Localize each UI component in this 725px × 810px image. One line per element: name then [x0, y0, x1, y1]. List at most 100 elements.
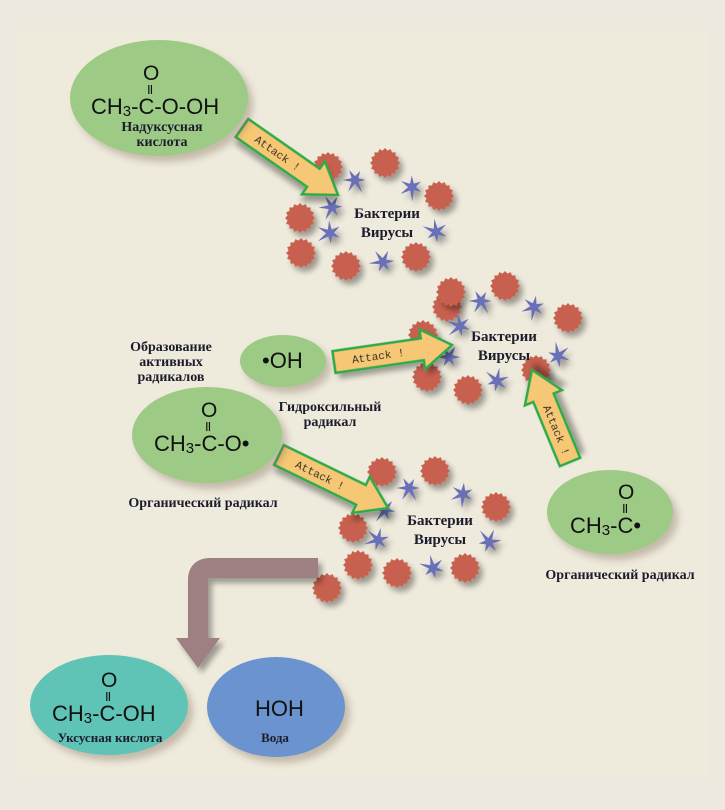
virus-icon	[396, 478, 420, 501]
hydroxyl-radical-formula: •OH	[262, 348, 303, 373]
virus-icon	[521, 295, 544, 322]
virus-icon	[548, 341, 570, 368]
result-arrow-head	[176, 638, 220, 668]
peracetic-acid-double-bond: II	[147, 82, 153, 97]
acetic-acid-ellipse	[30, 655, 188, 755]
bacterium-icon	[481, 492, 511, 522]
acetyl-radical-o-top: O	[618, 481, 635, 504]
virus-icon	[368, 250, 395, 272]
acetyl-radical-label: Органический радикал	[545, 568, 695, 583]
virus-icon	[485, 367, 509, 392]
label-line: активных	[139, 355, 203, 370]
virus-icon	[318, 196, 343, 220]
bacterium-icon	[312, 573, 342, 603]
result-arrow-shaft	[188, 558, 318, 640]
bacterium-icon	[331, 251, 361, 281]
attack-arrow-shape	[233, 117, 340, 197]
attack-arrow-4: Attack !	[523, 367, 582, 468]
acetoxy-radical-ellipse	[132, 387, 282, 483]
label-line: кислота	[136, 135, 188, 150]
label-line: Образование	[130, 340, 212, 355]
bacterium-icon	[343, 550, 373, 580]
acetyl-radical-ellipse	[547, 470, 673, 554]
virus-icon	[450, 482, 473, 509]
formula-prefix: CH	[52, 701, 84, 726]
formula-rest: -C•	[610, 513, 642, 538]
attack-arrow-2: Attack !	[331, 327, 455, 375]
label-line: Гидроксильный	[278, 400, 382, 415]
bacterium-icon	[367, 457, 397, 487]
formula-prefix: CH	[570, 513, 602, 538]
bacteria-label: Бактерии	[407, 513, 473, 529]
viruses-label: Вирусы	[360, 225, 414, 241]
acetoxy-radical-formula: CH3-C-O•	[154, 431, 250, 457]
bacterium-icon	[553, 303, 583, 333]
bacterium-icon	[401, 242, 431, 272]
peracetic-acid-ellipse	[70, 40, 248, 156]
formula-subscript: 3	[83, 710, 93, 727]
bacterium-icon	[490, 271, 520, 301]
formula-prefix: CH	[91, 94, 123, 119]
bacterium-icon	[338, 513, 368, 543]
peracetic-acid-formula: CH3-C-O-OH	[91, 94, 220, 120]
arrows-layer: Attack !Attack !Attack !Attack !	[176, 117, 582, 668]
attack-arrow-shape	[523, 367, 582, 468]
virus-icon	[364, 527, 389, 551]
bacterium-icon	[412, 362, 442, 392]
water-label: Вода	[261, 730, 289, 745]
formula-rest: -C-OH	[92, 701, 156, 726]
bacteria-label: Бактерии	[471, 329, 537, 345]
virus-icon	[371, 498, 396, 522]
bacterium-icon	[436, 277, 466, 307]
viruses-label: Вирусы	[477, 348, 531, 364]
virus-icon	[422, 218, 447, 243]
background-panel	[18, 30, 708, 778]
bacterium-icon	[420, 456, 450, 486]
acetyl-radical-formula: CH3-C•	[570, 513, 642, 539]
bacterium-icon	[382, 558, 412, 588]
virus-icon	[419, 554, 444, 579]
virus-icon	[447, 313, 470, 337]
water-formula: HOH	[255, 696, 304, 721]
acetoxy-radical-o-top: O	[201, 399, 218, 422]
attack-arrow-shape	[331, 327, 455, 375]
formula-rest: -C-O-OH	[131, 94, 220, 119]
virus-icon	[342, 170, 366, 193]
acetyl-radical-double-bond: II	[622, 501, 628, 516]
formula-prefix: CH	[154, 431, 186, 456]
bacterium-icon	[450, 553, 480, 583]
acetoxy-radical-double-bond: II	[205, 419, 211, 434]
water-ellipse	[207, 657, 345, 757]
attack-arrow-shape	[272, 443, 391, 515]
virus-icon	[434, 345, 461, 366]
virus-icon	[478, 529, 502, 552]
label-line: радикал	[303, 415, 357, 430]
bacterium-icon	[370, 148, 400, 178]
acetoxy-radical-label: Органический радикал	[128, 496, 278, 511]
virus-icon	[317, 220, 340, 244]
peracetic-acid-o-top: O	[143, 62, 160, 85]
bacterium-icon	[286, 238, 316, 268]
virus-icon	[468, 291, 492, 314]
acetic-acid-formula: CH3-C-OH	[52, 701, 156, 727]
bacterium-icon	[285, 203, 315, 233]
formula-rest: -C-O•	[194, 431, 250, 456]
formula-subscript: 3	[122, 103, 132, 120]
label-line: Надуксусная	[121, 120, 203, 135]
formula-subscript: 3	[601, 522, 611, 539]
label-line: радикалов	[137, 370, 205, 385]
bacterium-icon	[453, 375, 483, 405]
viruses-label: Вирусы	[413, 532, 467, 548]
virus-icon	[400, 175, 422, 202]
formula-subscript: 3	[185, 440, 195, 457]
acetic-acid-double-bond: II	[105, 689, 111, 704]
bacteria-label: Бактерии	[354, 206, 420, 222]
